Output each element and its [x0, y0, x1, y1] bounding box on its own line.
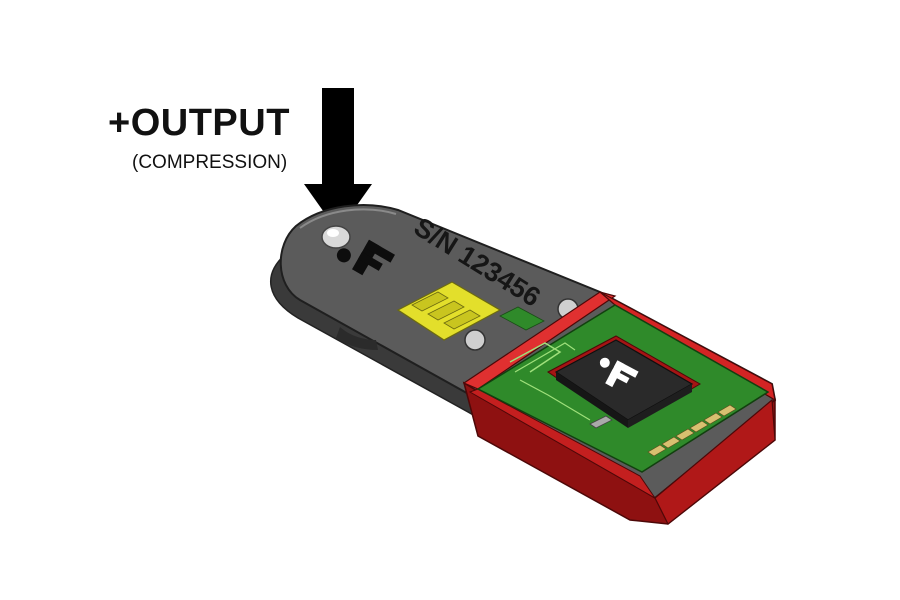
output-contact-icon: [321, 225, 351, 249]
chip-fi-logo-icon: [599, 357, 639, 388]
output-subtitle: (COMPRESSION): [132, 152, 288, 173]
strain-gauge: [396, 281, 545, 341]
small-component: [589, 415, 613, 429]
output-title: +OUTPUT: [108, 102, 290, 144]
sensor-chip: [547, 335, 701, 428]
fi-logo-icon: [336, 239, 395, 276]
